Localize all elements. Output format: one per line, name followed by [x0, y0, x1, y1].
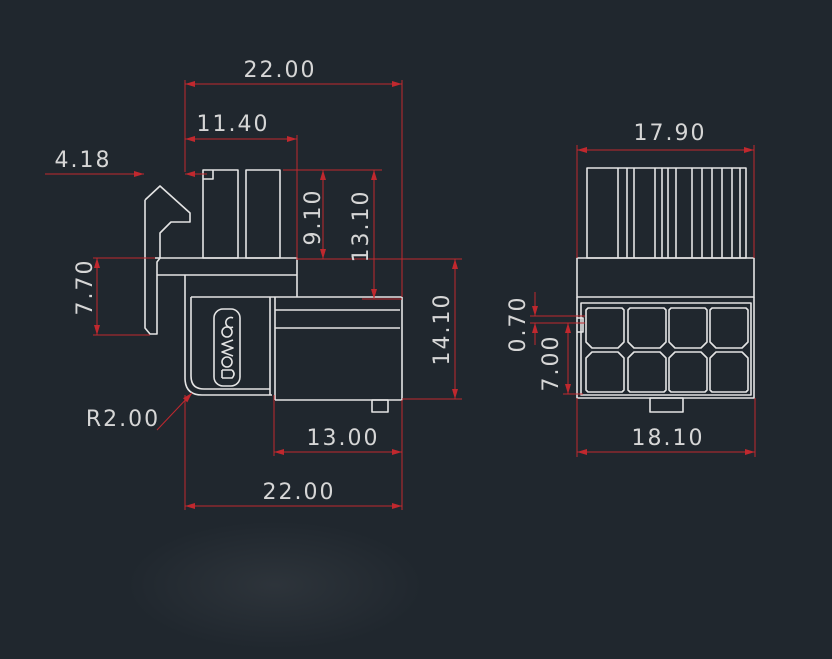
ext-line [273, 395, 403, 456]
dim-housing-height: 14.10 [430, 293, 455, 366]
dim-latch-height: 7.70 [73, 259, 98, 316]
housing-left-outer [184, 275, 272, 396]
housing-divider [269, 297, 276, 400]
cavity [627, 307, 667, 349]
ext-line [184, 395, 403, 510]
logo-frame [213, 308, 241, 387]
front-side-notch [577, 317, 584, 333]
dim-overall-width-bottom: 22.00 [263, 480, 336, 505]
side-view-dimension-lines [45, 80, 462, 510]
cavity [668, 307, 708, 349]
dim-top-width: 17.90 [634, 121, 707, 146]
front-housing-inner [580, 302, 752, 396]
dim-overall-width-top: 22.00 [244, 58, 317, 83]
dim-terminal-height: 9.10 [301, 189, 326, 246]
dim-cavity-height: 7.00 [539, 335, 564, 392]
dim-bottom-width: 18.10 [632, 426, 705, 451]
side-view-outline [144, 169, 403, 413]
cavity [585, 351, 625, 393]
dim-top-height: 13.10 [349, 190, 374, 263]
ext-line [576, 145, 755, 258]
leader-corner-radius [156, 392, 193, 431]
bottom-tab [371, 399, 389, 413]
housing-left-inner [190, 297, 270, 390]
dim-terminal-width: 11.40 [197, 112, 270, 137]
dim-housing-depth: 13.00 [307, 426, 380, 451]
cavity [627, 351, 667, 393]
cavity [585, 307, 625, 349]
side-view-dimension-text: 22.00 11.40 4.18 9.10 13.10 7.70 14.10 R… [55, 58, 455, 505]
front-view-dimension-text: 17.90 0.70 7.00 18.10 [506, 121, 707, 451]
background-glow [125, 520, 425, 650]
dim-corner-radius: R2.00 [86, 407, 160, 432]
ext-line [184, 80, 403, 297]
front-terminal-ribs [617, 168, 741, 258]
ext-line [93, 257, 155, 336]
dim-latch-offset: 4.18 [55, 148, 112, 173]
ext-line [283, 169, 462, 400]
latch [144, 185, 191, 335]
front-view: 17.90 0.70 7.00 18.10 [506, 121, 756, 457]
front-view-outline [576, 167, 755, 413]
front-bottom-tab [649, 397, 684, 413]
cavity-grid [585, 307, 749, 393]
terminal-notch [203, 170, 214, 180]
cavity [709, 351, 749, 393]
cavity [709, 307, 749, 349]
dim-gap: 0.70 [506, 296, 531, 353]
front-band [576, 257, 755, 298]
logo-mark [221, 316, 235, 379]
brand-logo [213, 308, 241, 387]
ext-line [576, 398, 756, 457]
front-view-dimension-lines [530, 145, 756, 457]
side-view: 22.00 11.40 4.18 9.10 13.10 7.70 14.10 R… [45, 58, 462, 510]
cavity [668, 351, 708, 393]
ext-line [530, 315, 585, 324]
